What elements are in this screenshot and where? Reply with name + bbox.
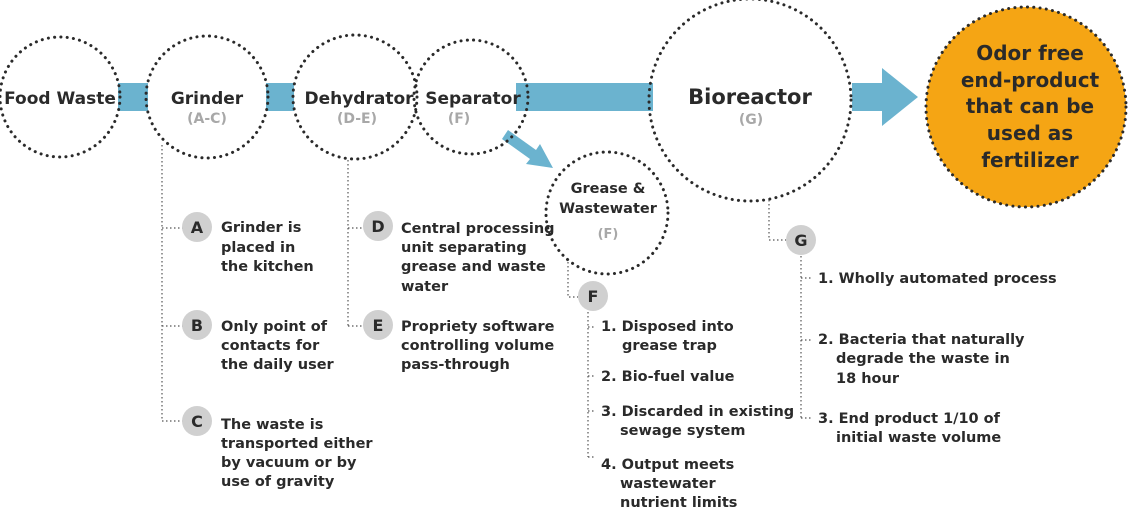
step-a-line: placed in bbox=[221, 240, 295, 256]
step-g-item-line: 3. End product 1/10 of bbox=[818, 411, 1001, 427]
end-product-line: used as bbox=[987, 121, 1073, 145]
grease-code: (F) bbox=[598, 227, 619, 242]
badge-e-letter: E bbox=[373, 316, 384, 335]
badges: A B C D E F G bbox=[182, 211, 816, 436]
grease-label-line2: Wastewater bbox=[559, 201, 658, 217]
badge-c bbox=[182, 406, 212, 436]
connector-foodwaste-grinder bbox=[118, 83, 148, 111]
separator-label: Separator bbox=[425, 89, 521, 109]
dehydrator-code: (D-E) bbox=[337, 111, 377, 127]
dehydrator-label: Dehydrator bbox=[304, 89, 414, 109]
grinder-label: Grinder bbox=[171, 89, 244, 109]
node-separator bbox=[412, 38, 530, 156]
badge-b-letter: B bbox=[191, 316, 203, 335]
step-c-line: by vacuum or by bbox=[221, 455, 357, 471]
end-product-line: end-product bbox=[961, 68, 1100, 92]
step-f-item-line: 2. Bio-fuel value bbox=[601, 369, 735, 385]
step-f-item-line: 4. Output meets bbox=[601, 457, 734, 473]
connectors bbox=[118, 68, 918, 168]
connector-bioreactor-endproduct-arrow bbox=[852, 68, 918, 126]
step-f-item-line: sewage system bbox=[620, 423, 746, 439]
step-f-item-line: 3. Discarded in existing bbox=[601, 404, 794, 420]
step-a-line: the kitchen bbox=[221, 259, 314, 275]
step-a-text: Grinder is placed in the kitchen bbox=[221, 220, 314, 275]
end-product-line: fertilizer bbox=[981, 148, 1078, 172]
badge-b bbox=[182, 310, 212, 340]
badge-c-letter: C bbox=[191, 412, 203, 431]
step-g-item-line: initial waste volume bbox=[836, 430, 1001, 446]
nodes bbox=[0, 0, 1128, 276]
step-f-item-line: nutrient limits bbox=[620, 495, 737, 511]
badge-a-letter: A bbox=[191, 218, 204, 237]
step-b-line: contacts for bbox=[221, 338, 320, 354]
step-g-item-line: 1. Wholly automated process bbox=[818, 271, 1057, 287]
step-d-line: grease and waste bbox=[401, 259, 546, 275]
badge-d-letter: D bbox=[371, 217, 384, 236]
step-d-line: Central processing bbox=[401, 221, 555, 237]
node-end-product bbox=[924, 5, 1128, 209]
step-d-line: water bbox=[401, 279, 449, 295]
node-grinder bbox=[144, 34, 270, 160]
step-c-line: The waste is bbox=[221, 417, 323, 433]
grease-label-line1: Grease & bbox=[571, 181, 646, 197]
step-g-item-line: degrade the waste in bbox=[836, 351, 1010, 367]
step-b-line: the daily user bbox=[221, 357, 335, 373]
step-e-line: pass-through bbox=[401, 357, 510, 373]
step-c-line: use of gravity bbox=[221, 474, 335, 490]
step-e-line: controlling volume bbox=[401, 338, 554, 354]
step-g-item-line: 2. Bacteria that naturally bbox=[818, 332, 1025, 348]
leader-grease bbox=[567, 262, 596, 458]
step-c-text: The waste is transported either by vacuu… bbox=[221, 417, 373, 490]
node-food-waste bbox=[0, 35, 122, 159]
badge-e bbox=[363, 310, 393, 340]
badge-f-letter: F bbox=[588, 287, 599, 306]
grinder-code: (A-C) bbox=[187, 111, 227, 127]
connector-separator-bioreactor bbox=[516, 83, 653, 111]
leader-grinder bbox=[161, 145, 184, 422]
step-a-line: Grinder is bbox=[221, 220, 301, 236]
leader-bioreactor bbox=[768, 200, 812, 419]
node-grease-wastewater bbox=[544, 150, 670, 276]
step-b-line: Only point of bbox=[221, 319, 328, 335]
node-dehydrator bbox=[291, 33, 419, 161]
separator-code: (F) bbox=[448, 111, 470, 127]
step-e-line: Propriety software bbox=[401, 319, 555, 335]
step-f-item-line: wastewater bbox=[620, 476, 717, 492]
bioreactor-label: Bioreactor bbox=[688, 85, 812, 109]
badge-a bbox=[182, 212, 212, 242]
food-waste-label: Food Waste bbox=[4, 89, 116, 109]
step-g-list: 1. Wholly automated process 2. Bacteria … bbox=[818, 271, 1057, 446]
connector-separator-grease-arrow bbox=[502, 130, 553, 168]
step-f-item-line: grease trap bbox=[622, 338, 717, 354]
connector-grinder-dehydrator bbox=[266, 83, 294, 111]
step-f-item-line: 1. Disposed into bbox=[601, 319, 734, 335]
step-d-text: Central processing unit separating greas… bbox=[401, 221, 555, 295]
leader-dehydrator bbox=[347, 160, 364, 327]
badge-f bbox=[578, 281, 608, 311]
step-g-item-line: 18 hour bbox=[836, 371, 900, 387]
step-f-list: 1. Disposed into grease trap 2. Bio-fuel… bbox=[601, 319, 794, 511]
step-e-text: Propriety software controlling volume pa… bbox=[401, 319, 555, 373]
node-bioreactor bbox=[647, 0, 853, 203]
step-c-line: transported either bbox=[221, 436, 373, 452]
badge-d bbox=[363, 211, 393, 241]
badge-g-letter: G bbox=[794, 231, 807, 250]
badge-g bbox=[786, 225, 816, 255]
step-b-text: Only point of contacts for the daily use… bbox=[221, 319, 335, 373]
end-product-text: Odor free end-product that can be used a… bbox=[961, 41, 1100, 172]
end-product-line: that can be bbox=[966, 94, 1094, 118]
bioreactor-code: (G) bbox=[739, 112, 763, 128]
end-product-line: Odor free bbox=[976, 41, 1084, 65]
leader-lines bbox=[161, 145, 812, 458]
step-d-line: unit separating bbox=[401, 240, 527, 256]
